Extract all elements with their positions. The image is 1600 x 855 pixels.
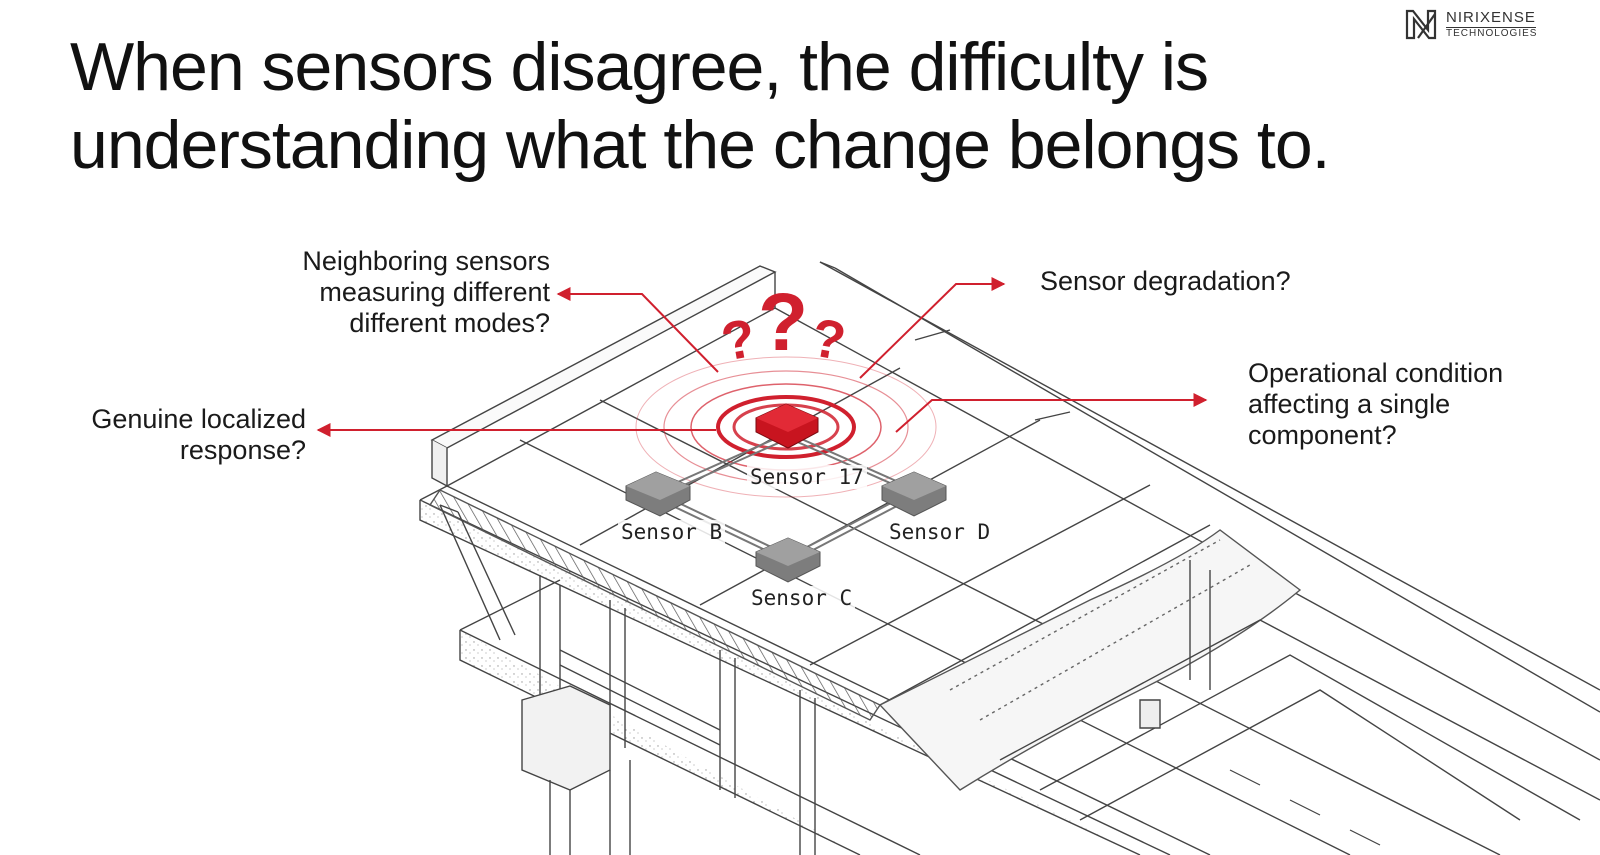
arrow-operational	[895, 393, 1208, 433]
sensor-17-label: Sensor 17	[747, 465, 867, 489]
sensor-d-label: Sensor D	[886, 520, 994, 544]
arrow-degradation	[859, 277, 1006, 379]
sensor-network-links	[655, 432, 917, 561]
logo-subtitle: TECHNOLOGIES	[1446, 28, 1538, 39]
sensor-c-label: Sensor C	[748, 586, 856, 610]
callout-sensor-degradation: Sensor degradation?	[1040, 266, 1340, 297]
sensor-17[interactable]	[755, 403, 819, 449]
arrow-neighbor	[556, 287, 719, 373]
sensor-d[interactable]	[881, 471, 947, 517]
nx-logo-icon	[1405, 9, 1437, 40]
sensor-b[interactable]	[625, 471, 691, 517]
title-line-2: understanding what the change belongs to…	[70, 107, 1331, 183]
page-title: When sensors disagree, the difficulty is…	[70, 28, 1450, 184]
question-mark-center: ?	[758, 277, 808, 368]
callout-neighbor-line-2: measuring different	[319, 277, 550, 307]
callout-neighbor-line-3: different modes?	[349, 308, 550, 338]
callout-operational-condition: Operational condition affecting a single…	[1248, 358, 1548, 451]
title-line-1: When sensors disagree, the difficulty is	[70, 29, 1209, 105]
bridge-structure	[419, 261, 1600, 855]
sensor-c[interactable]	[755, 537, 821, 583]
callout-neighbor-line-1: Neighboring sensors	[302, 246, 550, 276]
callout-genuine-response: Genuine localized response?	[60, 404, 306, 466]
sensor-b-label: Sensor B	[618, 520, 726, 544]
company-logo: NIRIXENSE TECHNOLOGIES	[1404, 8, 1564, 42]
callout-operational-line-2: affecting a single	[1248, 389, 1451, 419]
callout-arrows	[316, 277, 1208, 437]
callout-genuine-line-2: response?	[179, 435, 306, 465]
callout-genuine-line-1: Genuine localized	[91, 404, 306, 434]
callout-degradation-line-1: Sensor degradation?	[1040, 266, 1291, 296]
callout-operational-line-3: component?	[1248, 420, 1397, 450]
callout-neighboring-sensors: Neighboring sensors measuring different …	[250, 246, 550, 339]
logo-name: NIRIXENSE	[1446, 9, 1536, 28]
callout-operational-line-1: Operational condition	[1248, 358, 1504, 388]
